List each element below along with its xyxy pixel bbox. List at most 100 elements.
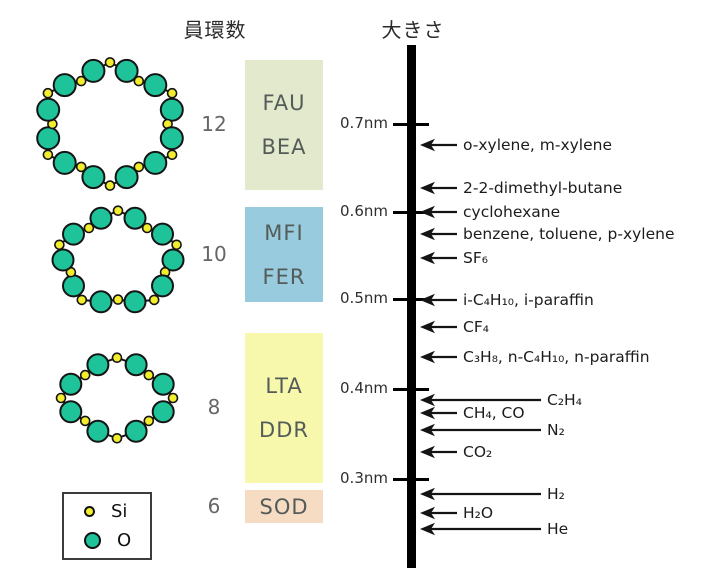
axis-tick-label-0.6nm: 0.6nm: [340, 202, 388, 220]
o-atom: [161, 248, 185, 272]
o-atom: [151, 400, 175, 424]
molecule-label: o-xylene, m-xylene: [463, 136, 613, 154]
o-atom: [143, 150, 168, 175]
si-atom: [148, 294, 160, 306]
o-atom: [151, 372, 175, 396]
o-atom: [124, 353, 148, 377]
molecule-label: CO₂: [463, 443, 493, 461]
si-atom: [143, 415, 155, 427]
molecule-row: H₂O: [420, 503, 493, 523]
framework-code-sod: SOD: [259, 494, 309, 519]
o-atom: [114, 58, 139, 83]
si-atom: [167, 392, 179, 404]
left-arrow-icon: [420, 506, 457, 520]
molecule-label: SF₆: [463, 249, 488, 267]
molecule-row: SF₆: [420, 248, 488, 268]
framework-group-6-ring: SOD: [245, 490, 323, 523]
molecule-row: C₂H₄: [420, 390, 582, 410]
ring-structure-8-membered: [55, 352, 179, 444]
o-atom: [81, 165, 106, 190]
si-atom: [75, 161, 87, 173]
framework-code-bea: BEA: [261, 135, 307, 159]
ring-structure-12-membered: [36, 57, 184, 191]
o-atom: [52, 150, 77, 175]
si-atom: [54, 239, 65, 251]
molecule-label: H₂O: [463, 504, 494, 522]
o-atom: [51, 248, 75, 272]
left-arrow-icon: [420, 393, 541, 407]
molecule-row: o-xylene, m-xylene: [420, 135, 612, 155]
left-arrow-icon: [420, 423, 541, 437]
axis-tick-label-0.5nm: 0.5nm: [340, 289, 388, 307]
framework-group-8-ring: LTA DDR: [245, 333, 323, 483]
left-arrow-icon: [420, 350, 457, 364]
si-atom: [42, 149, 54, 161]
si-atom: [111, 432, 123, 444]
o-atom: [86, 419, 110, 443]
left-arrow-icon: [420, 320, 457, 334]
si-atom: [112, 205, 124, 216]
framework-code-mfi: MFI: [264, 220, 304, 245]
molecule-label: He: [547, 520, 569, 538]
framework-code-fau: FAU: [262, 91, 306, 115]
axis-tick-label-0.3nm: 0.3nm: [340, 469, 388, 487]
si-atom: [75, 75, 87, 87]
ring-count-8: 8: [207, 395, 221, 419]
legend-item-si: Si: [84, 501, 150, 522]
molecule-row: CF₄: [420, 317, 489, 337]
o-atom: [81, 58, 106, 83]
si-atom: [55, 392, 67, 404]
axis-tick-label-0.7nm: 0.7nm: [340, 114, 388, 132]
legend-si-label: Si: [111, 501, 128, 523]
si-atom: [133, 75, 145, 87]
o-atom: [59, 400, 83, 424]
axis-tick-0.5nm: [393, 297, 429, 301]
ring-structure-illustrations: [36, 57, 185, 444]
si-atom: [42, 87, 54, 99]
o-atom: [59, 372, 83, 396]
o-atom: [143, 73, 168, 98]
si-atom: [111, 352, 123, 364]
si-atom: [143, 369, 155, 381]
left-arrow-icon: [420, 138, 457, 152]
si-atom: [166, 149, 178, 161]
molecule-row: i-C₄H₁₀, i-paraffin: [420, 290, 594, 310]
ring-structure-10-membered: [51, 205, 185, 314]
si-atom: [141, 222, 153, 234]
ring-count-10: 10: [201, 241, 227, 266]
molecule-row: H₂: [420, 484, 565, 504]
left-arrow-icon: [420, 181, 457, 195]
molecule-label: H₂: [547, 485, 565, 503]
molecule-label: C₂H₄: [547, 391, 582, 409]
o-atom: [159, 97, 184, 122]
o-atom: [86, 353, 110, 377]
left-arrow-icon: [420, 227, 457, 241]
molecule-row: CH₄, CO: [420, 403, 525, 423]
si-atom: [133, 161, 145, 173]
ring-count-6: 6: [207, 493, 221, 518]
molecule-row: CO₂: [420, 442, 492, 462]
framework-code-lta: LTA: [265, 374, 303, 398]
si-atom: [79, 415, 91, 427]
molecule-label: CH₄, CO: [463, 404, 525, 422]
si-atom: [166, 87, 178, 99]
legend-o-label: O: [117, 529, 132, 551]
molecule-label: i-C₄H₁₀, i-paraffin: [463, 291, 594, 309]
molecule-label: CF₄: [463, 318, 489, 336]
o-atom: [89, 206, 113, 230]
left-arrow-icon: [420, 406, 457, 420]
molecule-label: 2-2-dimethyl-butane: [463, 179, 623, 197]
left-arrow-icon: [420, 293, 457, 307]
ring-count-12: 12: [201, 112, 227, 136]
si-atom: [112, 294, 124, 305]
si-atom: [171, 239, 182, 251]
axis-tick-0.4nm: [393, 387, 429, 391]
axis-tick-0.7nm: [393, 122, 429, 126]
si-atom: [104, 57, 116, 68]
framework-code-ddr: DDR: [259, 418, 309, 442]
molecule-row: N₂: [420, 420, 565, 440]
o-dot-icon: [84, 531, 101, 549]
o-atom: [36, 97, 61, 122]
left-arrow-icon: [420, 251, 457, 265]
